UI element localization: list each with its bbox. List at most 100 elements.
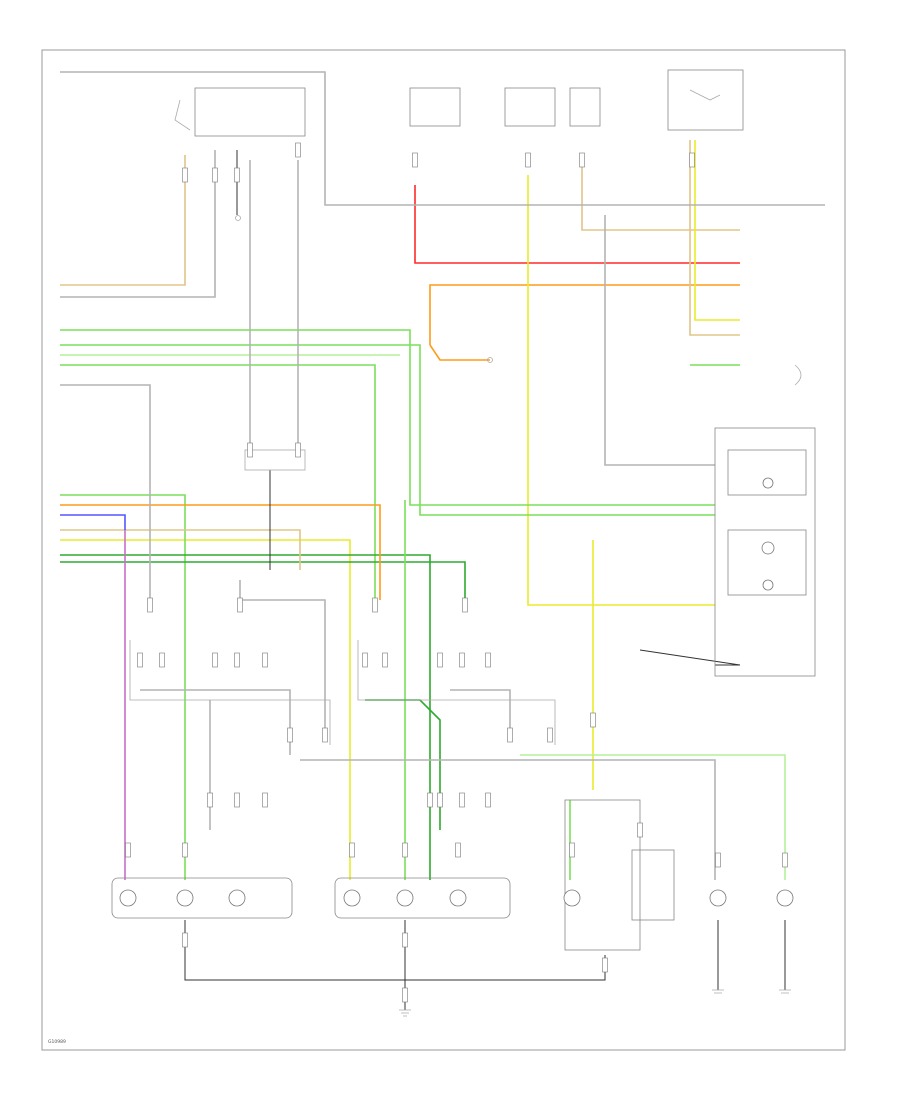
connector-stub — [234, 792, 240, 808]
connector-stub — [125, 842, 131, 858]
wire-green-2 — [60, 344, 715, 516]
hot-fuse-box-1 — [504, 87, 556, 127]
connector-stub — [437, 652, 443, 668]
cluster-indicator-lamp — [761, 541, 775, 555]
flasher-relay-box — [564, 799, 641, 951]
wire-blue — [60, 514, 126, 530]
connector-stub — [382, 652, 388, 668]
right-junction-bracket — [357, 640, 556, 745]
wire-black-ground — [184, 920, 606, 981]
connector-stub — [602, 957, 608, 973]
connector-stub — [295, 442, 301, 458]
wire-gray-2 — [60, 150, 216, 298]
dimmer-lever — [174, 99, 191, 131]
cluster-turn-box-2 — [727, 529, 807, 596]
wire-green-1 — [60, 329, 715, 506]
wire-tan-1 — [60, 155, 186, 286]
wire-green-6 — [60, 554, 431, 880]
right-parking-lamp — [343, 889, 361, 907]
turn-signal-switch-box — [194, 87, 306, 137]
wire-gray-6 — [604, 215, 715, 466]
connector-stub — [247, 442, 253, 458]
connector-stub — [237, 597, 243, 613]
wire-orange-2 — [60, 504, 381, 600]
hazard-switch-contact — [689, 89, 721, 101]
connector-stub — [485, 792, 491, 808]
instrument-cluster-box — [714, 427, 816, 677]
wire-yellow-left — [60, 539, 351, 880]
connector-layer — [125, 142, 788, 1003]
ground-symbol-right-rear — [779, 989, 791, 994]
connector-stub — [362, 652, 368, 668]
connector-stub — [412, 152, 418, 168]
left-junction-bracket — [129, 640, 331, 745]
connector-stub — [525, 152, 531, 168]
connector-stub — [372, 597, 378, 613]
connector-stub — [462, 597, 468, 613]
connector-stub — [234, 652, 240, 668]
right-rear-turn-lamp — [776, 889, 794, 907]
splice-point-1 — [235, 215, 241, 221]
wire-olive-2 — [694, 140, 740, 321]
wire-red — [414, 185, 740, 264]
hot-fuse-box-2 — [569, 87, 601, 127]
cluster-turn-box-1 — [727, 449, 807, 496]
connector-stub — [569, 842, 575, 858]
wire-green-9 — [520, 754, 786, 880]
ground-layer — [235, 215, 791, 1017]
connector-stub — [459, 652, 465, 668]
left-front-turn-lamp — [176, 889, 194, 907]
wire-orange-ground — [429, 344, 490, 361]
connector-stub — [262, 792, 268, 808]
connector-stub — [295, 142, 301, 158]
connector-stub — [182, 932, 188, 948]
connector-stub — [322, 727, 328, 743]
ground-symbol-bottom — [399, 1009, 411, 1017]
right-headlight-housing — [334, 877, 511, 919]
ground-symbol-left-rear — [712, 989, 724, 994]
connector-stub — [637, 822, 643, 838]
lamp-layer — [119, 364, 802, 907]
turn-signal-junction — [244, 449, 306, 471]
connector-stub — [402, 987, 408, 1003]
connector-stub — [147, 597, 153, 613]
connector-stub — [287, 727, 293, 743]
left-parking-lamp — [119, 889, 137, 907]
connector-stub — [402, 842, 408, 858]
wire-orange — [429, 284, 740, 345]
connector-stub — [262, 652, 268, 668]
connector-stub — [212, 167, 218, 183]
right-front-turn-lamp — [396, 889, 414, 907]
wire-green-7 — [60, 561, 466, 600]
wire-gray-11 — [450, 689, 511, 740]
splice-point-2 — [487, 357, 493, 363]
connector-stub — [212, 652, 218, 668]
wire-gray-10 — [239, 580, 326, 740]
hazard-switch-box — [667, 69, 744, 131]
connector-stub — [455, 842, 461, 858]
horn-symbol — [794, 364, 802, 386]
diagram-frame — [41, 49, 846, 1051]
connector-stub — [402, 932, 408, 948]
connector-stub — [485, 652, 491, 668]
relay-module-box — [631, 849, 675, 921]
wire-black-7 — [639, 649, 741, 666]
wire-gray-3 — [60, 384, 151, 600]
connector-stub — [234, 167, 240, 183]
connector-stub — [207, 792, 213, 808]
wire-green-12 — [365, 699, 441, 830]
wire-gray-top — [60, 71, 825, 206]
wire-tan-flasher — [581, 160, 740, 231]
connector-stub — [689, 152, 695, 168]
cluster-left-turn-indicator — [762, 477, 774, 489]
connector-stub — [137, 652, 143, 668]
connector-stub — [159, 652, 165, 668]
component-layer — [111, 69, 816, 951]
fuse-block-box — [409, 87, 461, 127]
wire-layer — [60, 71, 825, 1010]
connector-stub — [782, 852, 788, 868]
wire-green-5 — [60, 494, 186, 880]
connector-stub — [182, 167, 188, 183]
connector-stub — [349, 842, 355, 858]
connector-stub — [715, 852, 721, 868]
